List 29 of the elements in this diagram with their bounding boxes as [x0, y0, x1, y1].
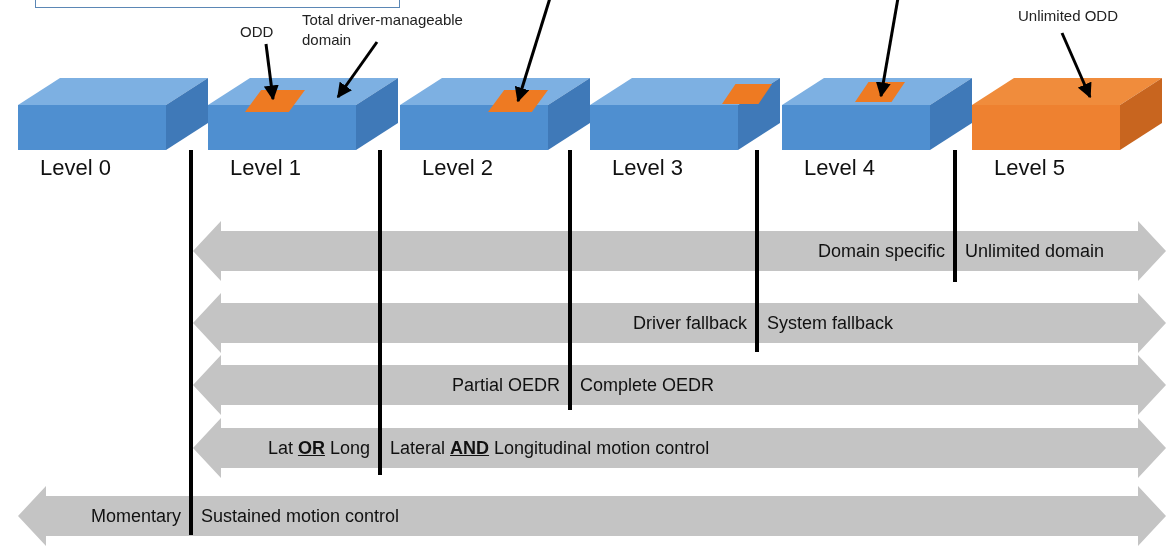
band-text: Sustained motion control	[201, 505, 400, 527]
band-text: Lat OR Long	[267, 437, 370, 459]
band-text: Lateral AND Longitudinal motion control	[390, 437, 710, 459]
level-label: Level 0	[40, 154, 111, 182]
band-text: Complete OEDR	[580, 374, 715, 396]
annotation-text: Unlimited ODD	[1018, 6, 1148, 26]
level-label: Level 5	[994, 154, 1065, 182]
band-text: Momentary	[90, 505, 181, 527]
odd-patch	[245, 90, 305, 112]
band-text: Unlimited domain	[965, 240, 1105, 262]
level-label: Level 2	[422, 154, 493, 182]
arrow	[1060, 32, 1092, 99]
arrow	[336, 41, 379, 99]
band-text: System fallback	[767, 312, 894, 334]
odd-patch	[855, 82, 905, 102]
level-label: Level 4	[804, 154, 875, 182]
level-label: Level 1	[230, 154, 301, 182]
annotation-text: Total driver-manageable domain	[302, 10, 502, 50]
band-text: Domain specific	[817, 240, 945, 262]
band-text: Driver fallback	[632, 312, 747, 334]
arrow	[514, 0, 552, 103]
odd-patch	[722, 84, 772, 104]
odd-patch	[488, 90, 548, 112]
text-frame	[35, 0, 400, 8]
level-label: Level 3	[612, 154, 683, 182]
band-text: Partial OEDR	[451, 374, 560, 396]
arrow	[875, 0, 900, 98]
arrow	[263, 43, 279, 101]
annotation-text: ODD	[240, 22, 284, 42]
